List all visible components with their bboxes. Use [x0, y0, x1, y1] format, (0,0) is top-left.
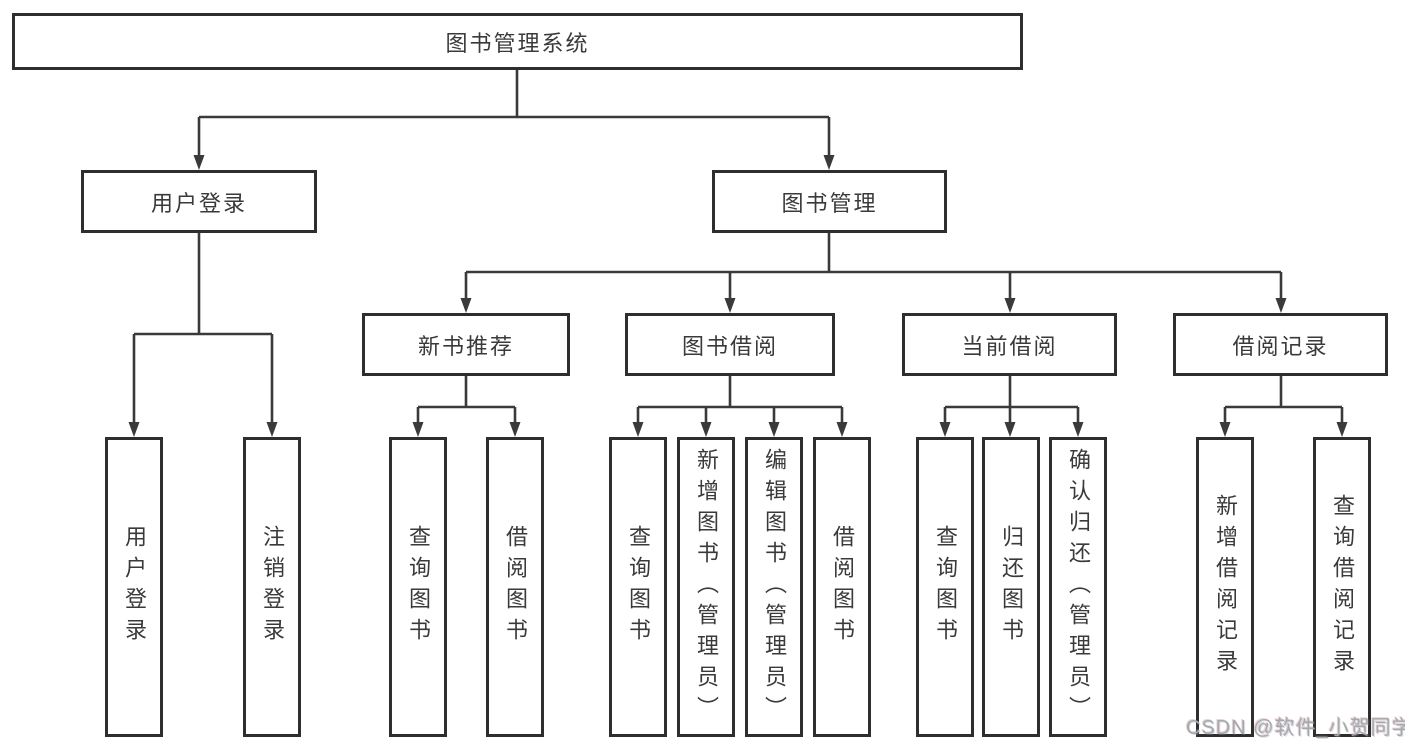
leaf-newbook-query-books: 查询图书: [389, 437, 447, 737]
leaf-borrow-add-books-admin-label: 新增图书（管理员）: [694, 447, 719, 727]
leaf-user-login-label: 用户登录: [122, 525, 147, 649]
connector-bookmgmt-to-level3: [464, 233, 1283, 298]
node-borrowing-records-label: 借阅记录: [1232, 333, 1329, 359]
leaf-current-return-books-label: 归还图书: [999, 525, 1024, 649]
node-new-book-recommendation: 新书推荐: [362, 313, 570, 376]
arrowheads: [128, 155, 1348, 437]
leaf-borrow-edit-books-admin: 编辑图书（管理员）: [745, 437, 803, 737]
leaf-newbook-borrow-books: 借阅图书: [486, 437, 544, 737]
node-user-login: 用户登录: [81, 170, 317, 233]
leaf-record-add-borrow-record-label: 新增借阅记录: [1213, 494, 1238, 680]
leaf-logout-login-label: 注销登录: [260, 525, 285, 649]
leaf-record-query-borrow-record-label: 查询借阅记录: [1330, 494, 1355, 680]
leaf-newbook-borrow-books-label: 借阅图书: [503, 525, 528, 649]
leaf-current-query-books: 查询图书: [916, 437, 974, 737]
leaf-borrow-borrow-books-label: 借阅图书: [830, 525, 855, 649]
leaf-borrow-borrow-books: 借阅图书: [813, 437, 871, 737]
leaf-current-confirm-return-admin: 确认归还（管理员）: [1049, 437, 1107, 737]
node-library-system: 图书管理系统: [12, 13, 1023, 70]
node-borrowing-records: 借阅记录: [1173, 313, 1388, 376]
node-book-management: 图书管理: [712, 170, 947, 233]
leaf-borrow-query-books-label: 查询图书: [626, 525, 651, 649]
connector-bookborrow-to-leaves: [636, 376, 844, 422]
leaf-record-add-borrow-record: 新增借阅记录: [1196, 437, 1254, 737]
csdn-watermark: CSDN @软件_小贺同学: [1186, 717, 1405, 739]
leaf-logout-login: 注销登录: [243, 437, 301, 737]
node-library-system-label: 图书管理系统: [445, 30, 590, 56]
connector-userlogin-to-leaves: [132, 233, 274, 422]
leaf-current-return-books: 归还图书: [982, 437, 1040, 737]
leaf-record-query-borrow-record: 查询借阅记录: [1313, 437, 1371, 737]
node-user-login-label: 用户登录: [150, 190, 247, 216]
node-book-borrowing: 图书借阅: [625, 313, 835, 376]
node-book-borrowing-label: 图书借阅: [681, 333, 778, 359]
connector-root-to-level2: [197, 70, 831, 155]
node-new-book-recommendation-label: 新书推荐: [417, 333, 514, 359]
leaf-user-login: 用户登录: [105, 437, 163, 737]
leaf-newbook-query-books-label: 查询图书: [406, 525, 431, 649]
leaf-current-confirm-return-admin-label: 确认归还（管理员）: [1066, 447, 1091, 727]
leaf-borrow-add-books-admin: 新增图书（管理员）: [677, 437, 735, 737]
connector-currentborrow-to-leaves: [943, 376, 1080, 422]
leaf-borrow-edit-books-admin-label: 编辑图书（管理员）: [762, 447, 787, 727]
node-book-management-label: 图书管理: [781, 190, 878, 216]
connector-newbook-to-leaves: [416, 376, 517, 422]
node-current-borrowing-label: 当前借阅: [961, 333, 1058, 359]
leaf-current-query-books-label: 查询图书: [933, 525, 958, 649]
node-current-borrowing: 当前借阅: [902, 313, 1117, 376]
connector-borrowrecord-to-leaves: [1223, 376, 1344, 422]
leaf-borrow-query-books: 查询图书: [609, 437, 667, 737]
